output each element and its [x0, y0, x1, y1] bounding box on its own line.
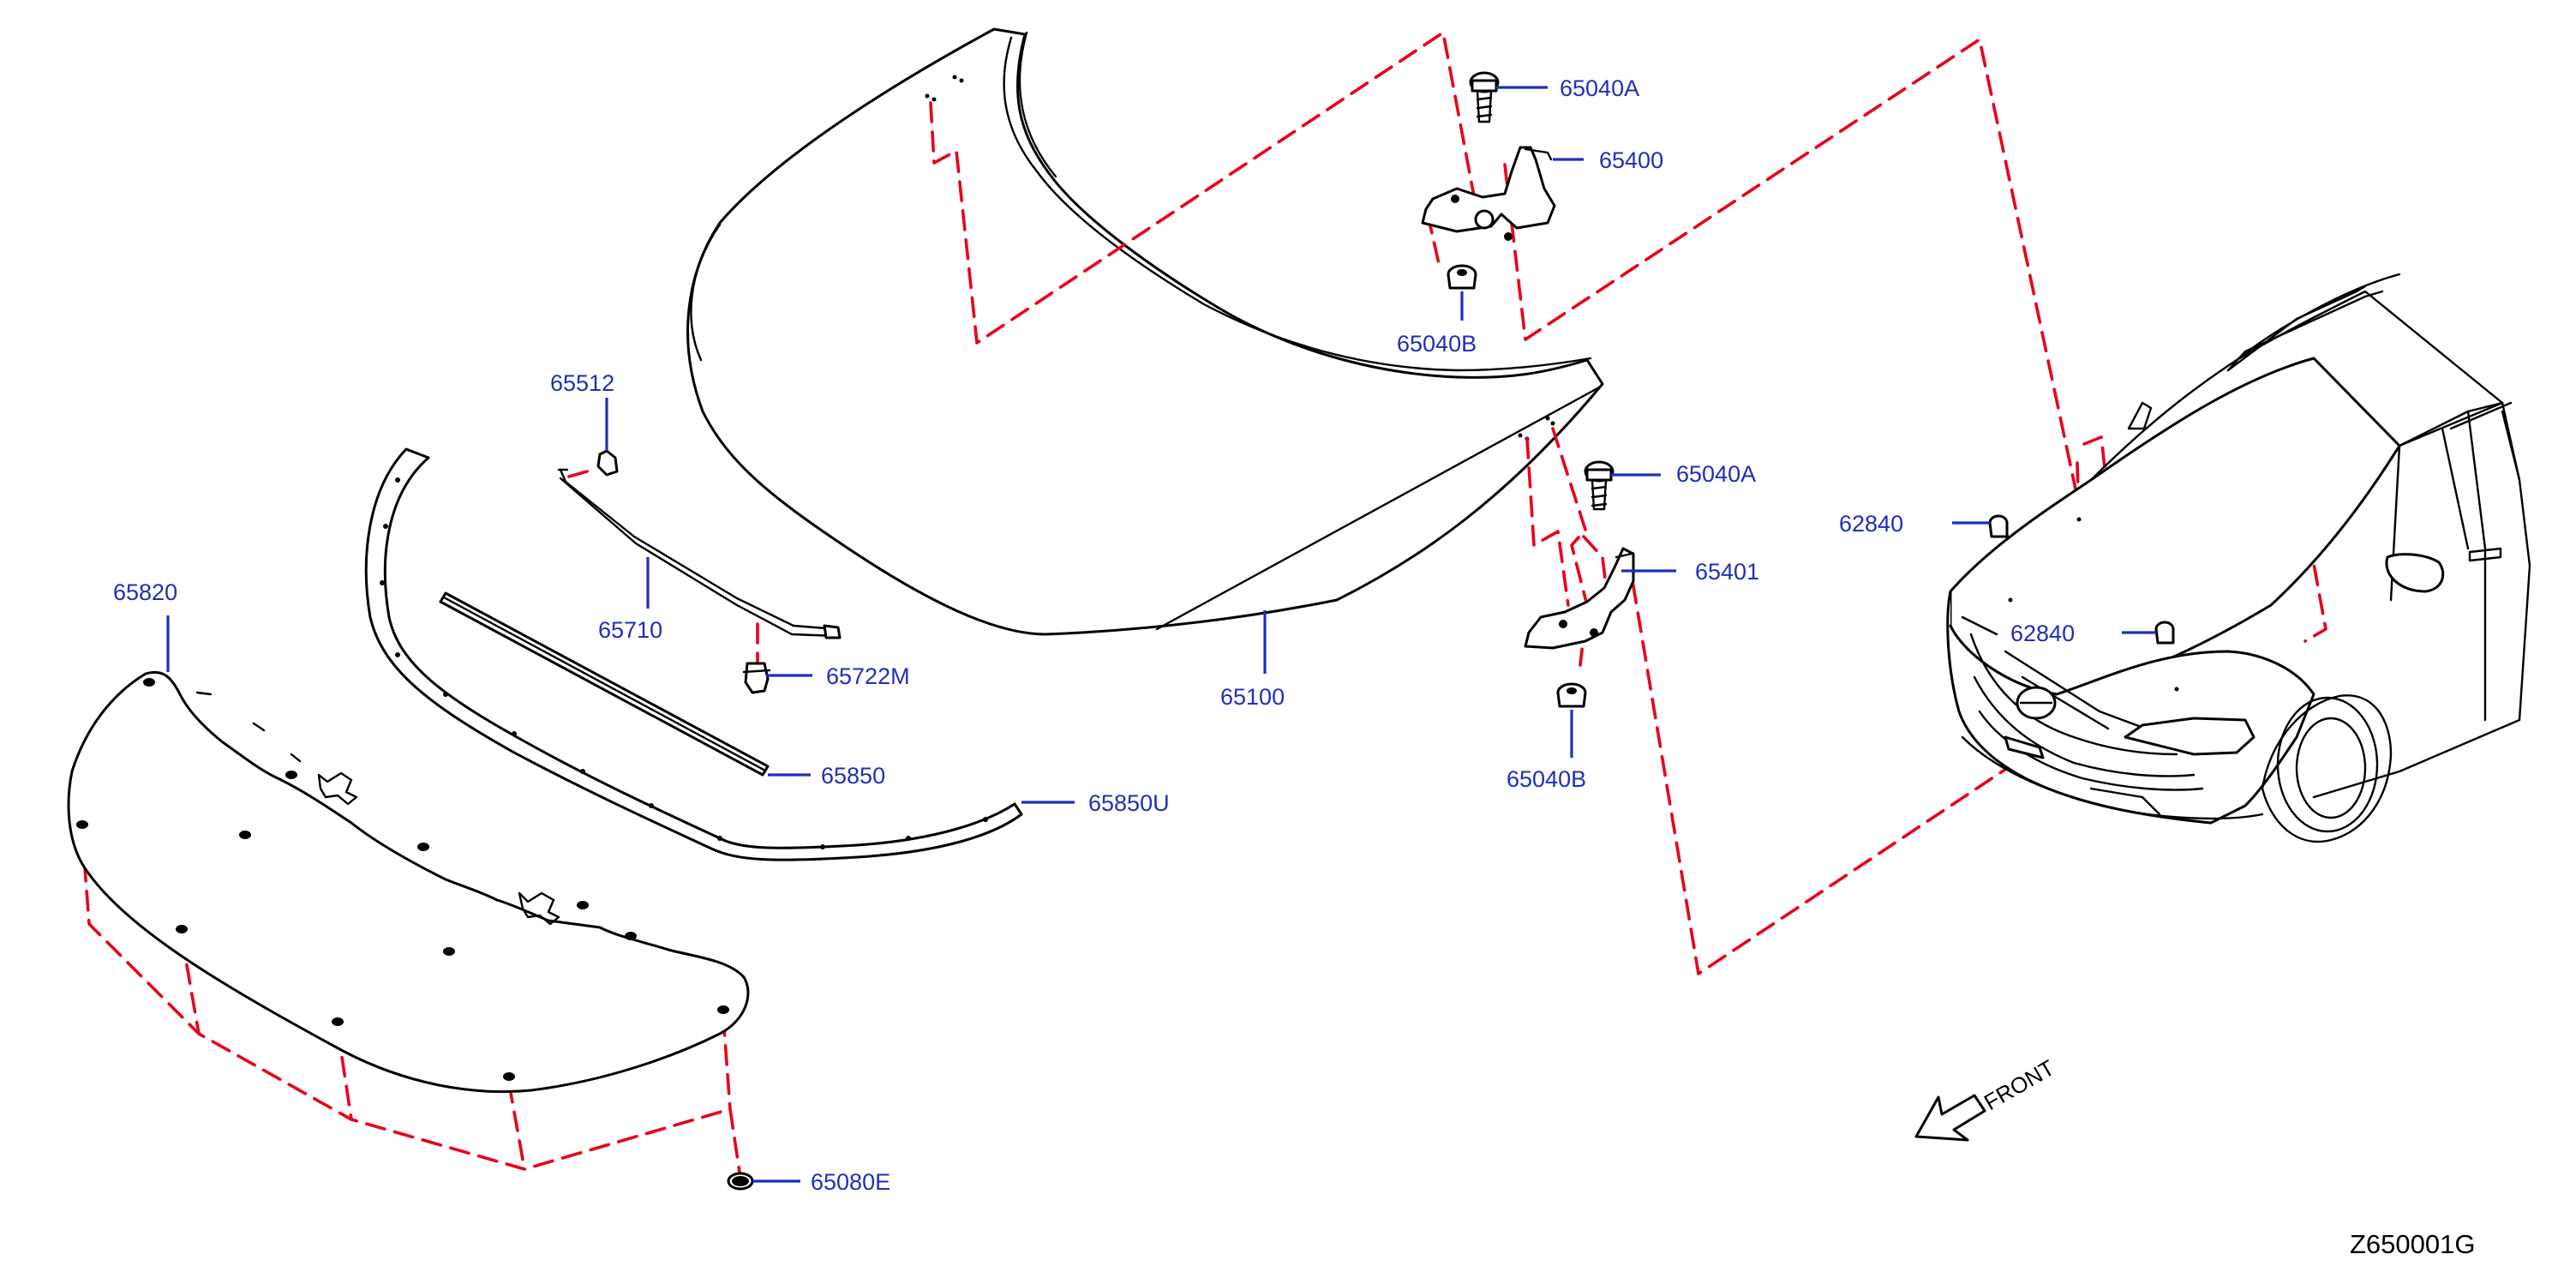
bolt-icon — [1469, 71, 1500, 123]
callout-hinge-bolt-lower: 65040A — [1676, 461, 1756, 487]
stay-clip-icon — [596, 449, 619, 477]
hinge-bracket-icon — [1524, 547, 1635, 650]
hinge-right-assembly — [1421, 71, 1556, 290]
callout-hinge-right: 65400 — [1599, 147, 1663, 173]
callout-hood-stay-rod: 65710 — [598, 617, 662, 643]
hinge-left-assembly — [1524, 460, 1635, 708]
vehicle-front-view — [1946, 273, 2531, 843]
callout-insulator-clip: 65080E — [811, 1169, 890, 1195]
front-label: FRONT — [1980, 1054, 2059, 1115]
nut-icon — [1556, 682, 1587, 708]
callout-labels: 65100 65040A 65400 65040B 65040A 65401 6… — [113, 75, 2075, 1195]
callout-hinge-left: 65401 — [1695, 559, 1759, 585]
bolt-icon — [1584, 460, 1614, 511]
front-seal-upper — [364, 447, 1023, 861]
callout-bumper-stopper-right: 62840 — [1839, 511, 1903, 537]
callout-front-seal-strip: 65850 — [821, 763, 885, 789]
callout-hinge-nut-upper: 65040B — [1397, 331, 1477, 357]
callout-insulator: 65820 — [113, 579, 177, 605]
hood-stay-assembly — [557, 449, 842, 694]
callout-front-seal-upper: 65850U — [1088, 790, 1170, 816]
seal-clip-marks — [380, 477, 988, 849]
front-direction-indicator: FRONT — [1914, 1054, 2059, 1142]
callout-stay-clip: 65512 — [550, 370, 614, 396]
callout-hinge-nut-lower: 65040B — [1507, 766, 1586, 792]
nut-icon — [1447, 264, 1477, 290]
grommet-icon — [742, 662, 771, 694]
hood-panel — [686, 27, 1604, 636]
stopper-icon — [1988, 514, 2009, 538]
front-arrow-icon — [1914, 1094, 1986, 1142]
callout-hood-panel: 65100 — [1220, 684, 1285, 710]
drawing-number: Z650001G — [2350, 1229, 2476, 1259]
clip-icon — [727, 1172, 754, 1191]
callout-bumper-stopper-left: 62840 — [2010, 621, 2075, 646]
leader-lines — [166, 86, 2156, 1183]
hood-locator-marks — [925, 75, 1555, 441]
callout-stay-grommet: 65722M — [826, 663, 910, 689]
insulator-clip-holes — [76, 678, 729, 1081]
callout-hinge-bolt-upper: 65040A — [1560, 75, 1639, 101]
hinge-bracket-icon — [1421, 146, 1556, 241]
front-seal-strip — [439, 591, 770, 777]
stopper-icon — [2154, 621, 2175, 645]
hood-insulator — [67, 670, 754, 1191]
